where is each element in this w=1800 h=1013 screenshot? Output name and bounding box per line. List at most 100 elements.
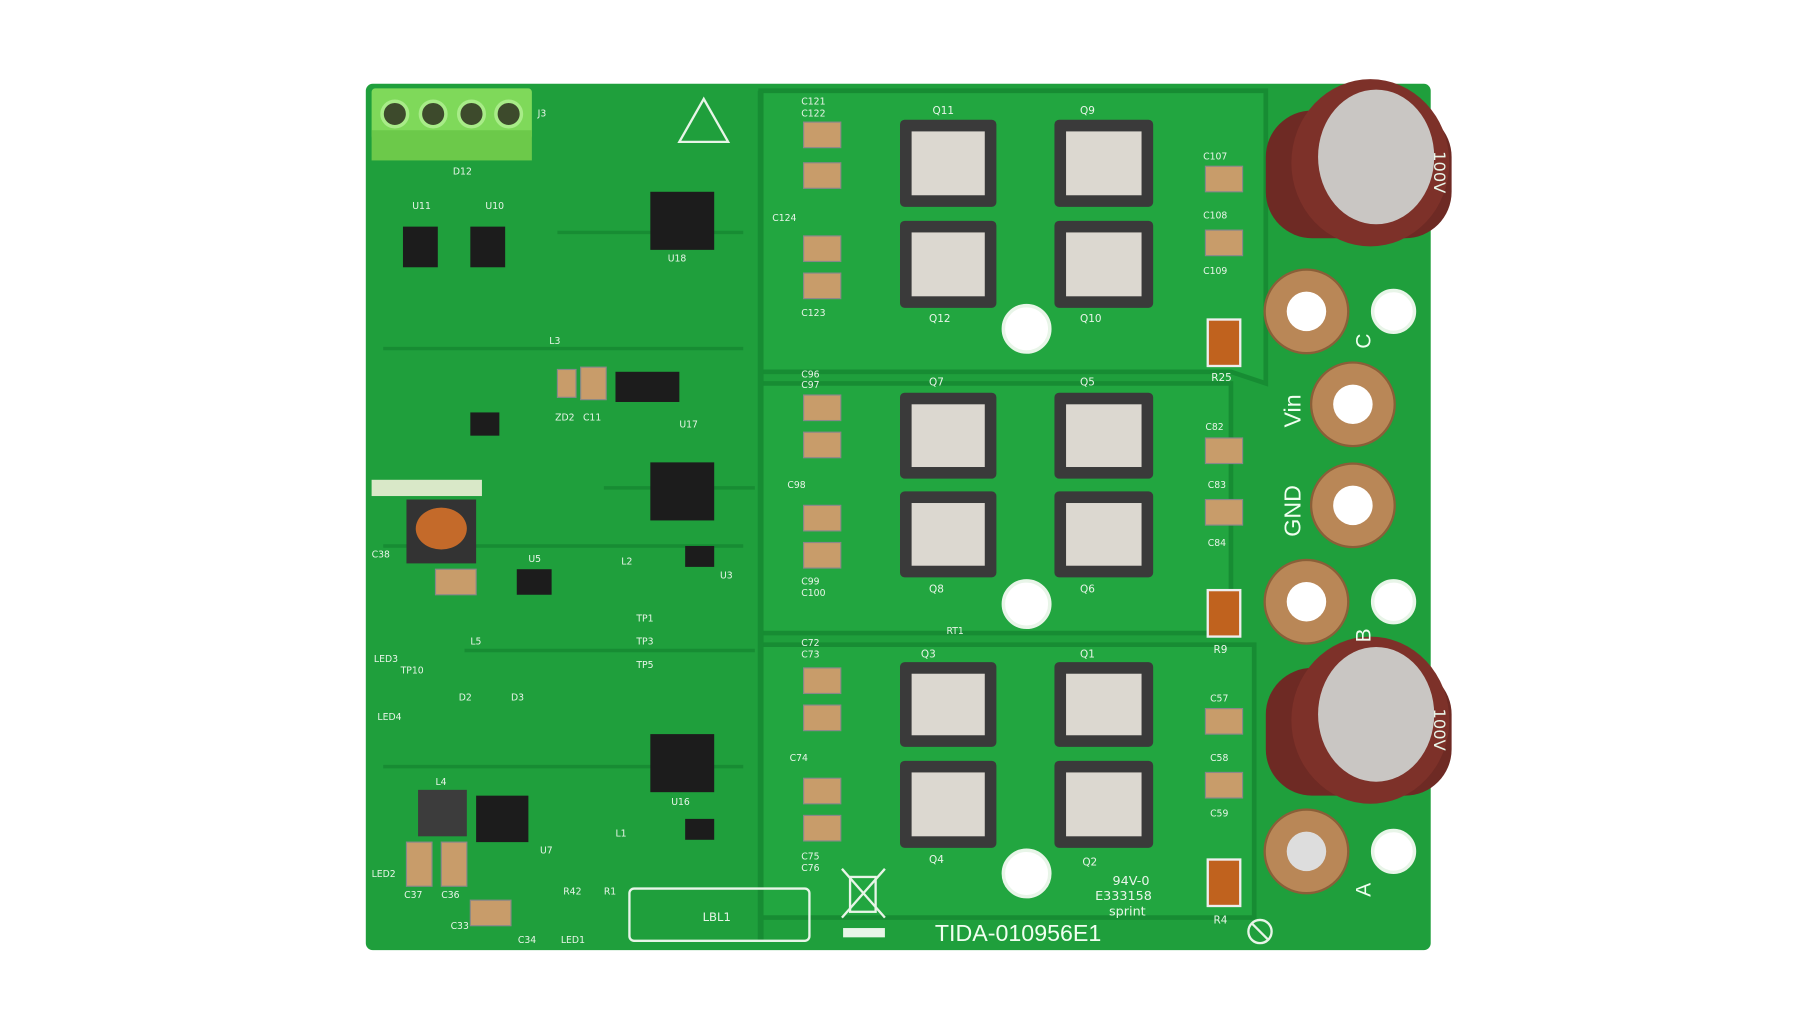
silk-label: U16 — [671, 797, 690, 808]
label-q9: Q9 — [1080, 105, 1095, 117]
label-r9: R9 — [1214, 644, 1228, 656]
silk-label: C108 — [1203, 211, 1227, 222]
label-gnd: GND — [1280, 485, 1306, 537]
shunt-resistors — [1206, 318, 1242, 908]
silk-label: C57 — [1210, 694, 1228, 705]
mosfet-labels: Q11 Q9 Q12 Q10 Q7 Q5 Q8 Q6 Q3 Q1 Q4 Q2 R… — [921, 105, 1232, 926]
silk-label: U7 — [540, 846, 553, 857]
label-q1: Q1 — [1080, 648, 1095, 660]
component-labels: J3 D12 U11 U10 U18 U17 U16 U5 U3 U7 ZD2 … — [372, 97, 1229, 946]
silk-label: C121 — [801, 97, 825, 108]
label-phase-a: A — [1352, 883, 1375, 897]
silk-label: R1 — [604, 886, 616, 897]
silk-label: LED2 — [372, 869, 396, 880]
silk-label: C123 — [801, 308, 825, 319]
silk-label: U10 — [485, 201, 504, 212]
label-phase-b: B — [1352, 628, 1375, 642]
silk-label: L4 — [435, 777, 446, 788]
silk-label: C76 — [801, 863, 819, 874]
silk-label: U5 — [528, 554, 541, 565]
label-q2: Q2 — [1082, 856, 1097, 868]
silk-label: C97 — [801, 380, 819, 391]
terminal-block-j3 — [371, 88, 532, 161]
electrolytic-capacitor-top — [1265, 79, 1452, 247]
silk-label: C59 — [1210, 809, 1228, 820]
silk-label: C33 — [451, 921, 469, 932]
silk-label: U11 — [412, 201, 431, 212]
silk-label: D3 — [511, 692, 524, 703]
label-vin: Vin — [1280, 394, 1306, 427]
silk-label: L3 — [549, 336, 560, 347]
silk-label: U17 — [679, 420, 698, 431]
silk-label: L5 — [470, 637, 481, 648]
silk-label: C34 — [518, 935, 536, 946]
label-q12: Q12 — [929, 313, 951, 325]
silk-label: C36 — [441, 890, 459, 901]
silk-label: C109 — [1203, 266, 1227, 277]
cap-marking-bottom: 100V — [1430, 709, 1449, 751]
label-q3: Q3 — [921, 648, 936, 660]
silk-label: C82 — [1205, 422, 1223, 433]
silk-label: R42 — [563, 886, 581, 897]
inductor — [371, 479, 482, 564]
ics — [402, 191, 715, 843]
label-q11: Q11 — [933, 105, 955, 117]
silk-label: C98 — [787, 480, 805, 491]
silk-label: C73 — [801, 649, 819, 660]
silk-label: C96 — [801, 370, 819, 381]
label-q10: Q10 — [1080, 313, 1102, 325]
silk-label: TP3 — [635, 637, 653, 648]
silk-label: TP10 — [400, 666, 424, 677]
label-q8: Q8 — [929, 583, 944, 595]
label-area-text: LBL1 — [703, 910, 731, 924]
silk-label: C74 — [790, 753, 808, 764]
ceramic-capacitors — [405, 121, 1244, 927]
silk-label: LED3 — [374, 654, 398, 665]
lead-free-icon — [1247, 918, 1273, 945]
mounting-holes — [1001, 288, 1417, 899]
label-q5: Q5 — [1080, 377, 1095, 389]
label-area — [628, 887, 811, 942]
silk-label: TP5 — [635, 660, 653, 671]
silk-label: C72 — [801, 638, 819, 649]
silk-label: D2 — [459, 692, 472, 703]
cap-marking-top: 100V — [1430, 151, 1449, 193]
silk-label: C122 — [801, 108, 825, 119]
silk-label: TP1 — [635, 613, 653, 624]
silk-label: C11 — [583, 413, 601, 424]
label-r25: R25 — [1211, 372, 1232, 384]
hot-surface-warning-icon — [677, 96, 731, 144]
silk-label: C107 — [1203, 151, 1227, 162]
label-q7: Q7 — [929, 377, 944, 389]
silk-label: L2 — [621, 557, 632, 568]
silk-label: RT1 — [946, 626, 963, 637]
silk-label: C38 — [372, 550, 390, 561]
silk-label: D12 — [453, 166, 472, 177]
label-r4: R4 — [1214, 914, 1228, 926]
label-q6: Q6 — [1080, 583, 1095, 595]
electrolytic-capacitor-bottom — [1265, 636, 1452, 804]
silk-label: C83 — [1208, 480, 1226, 491]
silk-label: L1 — [615, 828, 626, 839]
silk-label: C124 — [772, 213, 796, 224]
silk-label: C75 — [801, 852, 819, 863]
silk-label: J3 — [537, 108, 547, 119]
ul-rating: 94V-0 — [1113, 874, 1150, 889]
label-phase-c: C — [1352, 333, 1375, 348]
silk-label: C100 — [801, 588, 825, 599]
pcb-maker: sprint — [1109, 904, 1146, 919]
silk-label: U3 — [720, 571, 733, 582]
power-terminals — [1263, 268, 1396, 895]
silk-label: ZD2 — [555, 413, 574, 424]
silk-label: LED1 — [561, 935, 585, 946]
mosfets — [900, 119, 1154, 848]
ul-file-number: E333158 — [1095, 889, 1152, 904]
silk-label: C84 — [1208, 538, 1226, 549]
silk-label: C58 — [1210, 753, 1228, 764]
silk-label: LED4 — [377, 712, 401, 723]
weee-bin-icon — [841, 868, 886, 938]
silk-label: U18 — [668, 253, 687, 264]
silk-label: C99 — [801, 576, 819, 587]
label-q4: Q4 — [929, 854, 944, 866]
